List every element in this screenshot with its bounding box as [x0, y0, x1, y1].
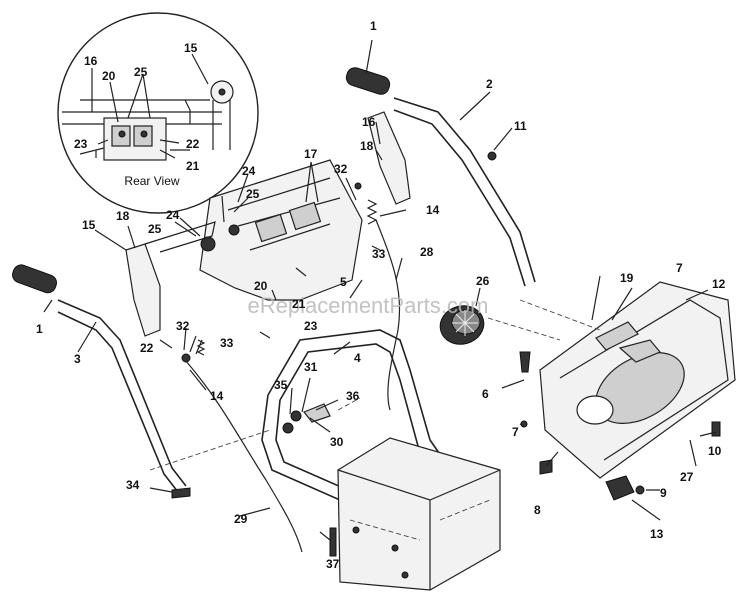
part-label: 27 [680, 470, 694, 484]
part-label: 1 [370, 19, 377, 33]
part-label: 36 [346, 389, 360, 403]
part-label: 15 [184, 41, 198, 55]
rear-view-caption: Rear View [124, 174, 179, 188]
right-handle [345, 67, 536, 287]
part-label: 23 [304, 319, 318, 333]
part-label: 20 [102, 69, 116, 83]
part-label: 7 [676, 261, 683, 275]
part-label: 32 [334, 162, 348, 176]
part-label: 20 [254, 279, 268, 293]
part-label: 21 [292, 297, 306, 311]
leader-lines [43, 39, 717, 541]
part-label: 30 [330, 435, 344, 449]
part-label: 8 [534, 503, 541, 517]
part-label: 5 [340, 275, 347, 289]
part-label: 12 [712, 277, 726, 291]
part-label: 17 [304, 147, 318, 161]
part-label: 24 [242, 164, 256, 178]
part-label: 23 [74, 137, 88, 151]
part-label: 25 [148, 222, 162, 236]
part-label: 33 [372, 247, 386, 261]
part-label: 18 [360, 139, 374, 153]
part-label: 19 [620, 271, 634, 285]
left-handle [12, 264, 187, 493]
part-label: 2 [486, 77, 493, 91]
part-label: 25 [134, 65, 148, 79]
part-label: 16 [362, 115, 376, 129]
part-label: 14 [210, 389, 224, 403]
part-label: 15 [82, 218, 96, 232]
part-label: 25 [246, 187, 260, 201]
gearbox-housing [337, 437, 501, 591]
part-label: 11 [514, 119, 527, 133]
watermark: eReplacementParts.com [248, 293, 489, 318]
part-label: 33 [220, 336, 234, 350]
part-label: 31 [304, 360, 318, 374]
part-label: 37 [326, 557, 340, 571]
part-label: 22 [140, 341, 154, 355]
part-label: 28 [420, 245, 434, 259]
headlight [439, 305, 485, 345]
part-labels: 1 1 2 3 4 5 6 7 7 7 8 9 10 11 12 13 14 1… [36, 19, 726, 571]
cable-28 [375, 219, 401, 411]
part-label: 4 [354, 351, 361, 365]
part-label: 21 [186, 159, 200, 173]
part-label: 1 [36, 322, 43, 336]
part-label: 18 [116, 209, 130, 223]
part-label: 14 [426, 203, 440, 217]
part-label: 24 [166, 208, 180, 222]
cable-29 [184, 359, 303, 553]
rear-view-inset [57, 12, 259, 214]
part-label: 29 [234, 512, 248, 526]
part-label: 26 [476, 274, 490, 288]
part-label: 7 [512, 425, 519, 439]
part-label: 22 [186, 137, 200, 151]
part-label: 35 [274, 378, 288, 392]
part-label: 16 [84, 54, 98, 68]
part-label: 9 [660, 486, 667, 500]
assembly-guide-lines [149, 299, 601, 471]
part-label: 13 [650, 527, 664, 541]
left-handle-bracket [125, 221, 216, 337]
part-label: 6 [482, 387, 489, 401]
part-label: 3 [74, 352, 81, 366]
part-label: 34 [126, 478, 140, 492]
part-label: 10 [708, 444, 722, 458]
part-label: 32 [176, 319, 190, 333]
chute-assembly [539, 281, 736, 479]
